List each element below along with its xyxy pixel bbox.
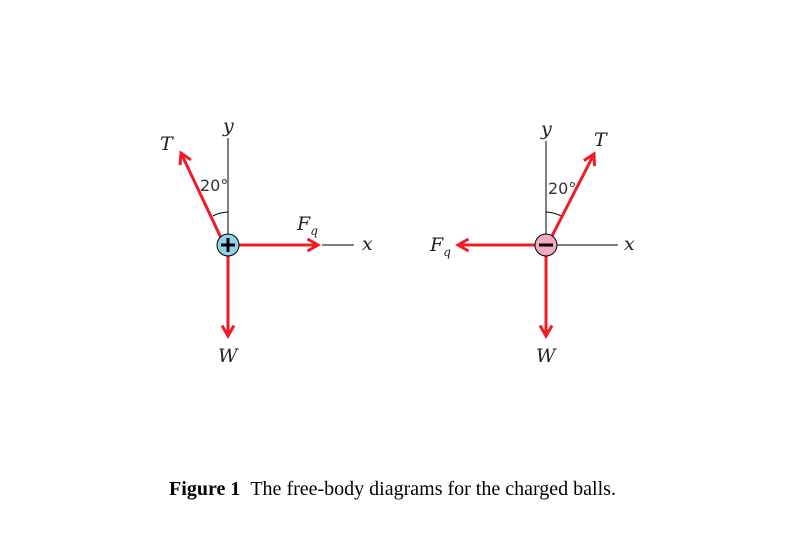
- right-diagram: T y x Fq W 20°: [429, 118, 635, 367]
- label-y: y: [540, 118, 552, 140]
- angle-label: 20°: [200, 176, 228, 195]
- angle-label: 20°: [548, 179, 576, 198]
- plus-icon: [221, 238, 235, 252]
- label-Fq: Fq: [296, 213, 318, 238]
- label-W: W: [536, 345, 557, 367]
- angle-arc: [545, 211, 562, 217]
- caption-text: The free-body diagrams for the charged b…: [250, 478, 616, 500]
- label-x: x: [362, 233, 373, 255]
- label-W: W: [218, 345, 239, 367]
- label-y: y: [222, 115, 234, 137]
- caption-label: Figure 1: [169, 478, 241, 500]
- label-Fq: Fq: [429, 234, 451, 259]
- figure-caption: Figure 1 The free-body diagrams for the c…: [0, 478, 785, 501]
- label-T: T: [594, 129, 608, 151]
- tension-arrow: [550, 151, 597, 237]
- left-diagram: T y x Fq W 20°: [160, 115, 373, 367]
- label-T: T: [160, 133, 174, 155]
- label-x: x: [624, 233, 635, 255]
- angle-arc: [212, 211, 229, 217]
- tension-arrow: [178, 150, 224, 241]
